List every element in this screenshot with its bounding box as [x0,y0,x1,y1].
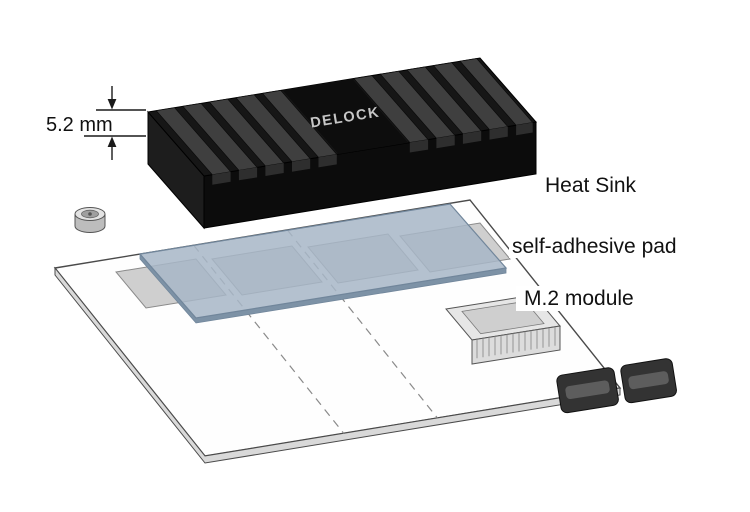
adhesive-pad-label: self-adhesive pad [512,235,677,258]
heatsink-fin-tooth [238,167,258,181]
m2-module-label: M.2 module [524,287,634,310]
dimension-label: 5.2 mm [46,114,113,136]
heatsink-fin-tooth [292,158,311,172]
heatsink-fin-tooth [436,135,455,149]
dimension-arrow-up [107,136,117,147]
board-section-dashed-line [193,244,345,434]
heatsink-fin-tooth [489,126,508,140]
dimension-arrow-down [107,99,117,110]
heatsink-fins [155,58,534,176]
heatsink-fin-tooth [409,139,429,153]
label-backing [516,286,646,311]
heatsink-fin-tooth [516,122,533,136]
logo-band [282,78,409,155]
heatsink-fin-tooth [318,154,337,168]
pad-top-face [138,203,508,319]
heat-sink-label: Heat Sink [545,174,637,197]
adhesive-pad [138,203,508,324]
board-section-dashed-line [286,229,438,419]
heatsink-fin-tooth [462,130,482,144]
label-backing [509,236,659,258]
connector-shell [556,367,619,414]
socket-pins [476,326,556,359]
heat-sink: DELOCK [147,57,537,230]
dimension-callout: 5.2 mm [46,86,146,160]
board-side-thickness [54,266,621,464]
heatsink-fin-tooth [265,163,284,176]
heatsink-fin-tooth [212,171,231,185]
heatsink-fin-teeth [212,122,533,185]
mounting-screw [74,207,106,233]
part-labels: Heat Sink self-adhesive pad M.2 module [509,174,677,311]
connector-shell [620,358,677,404]
